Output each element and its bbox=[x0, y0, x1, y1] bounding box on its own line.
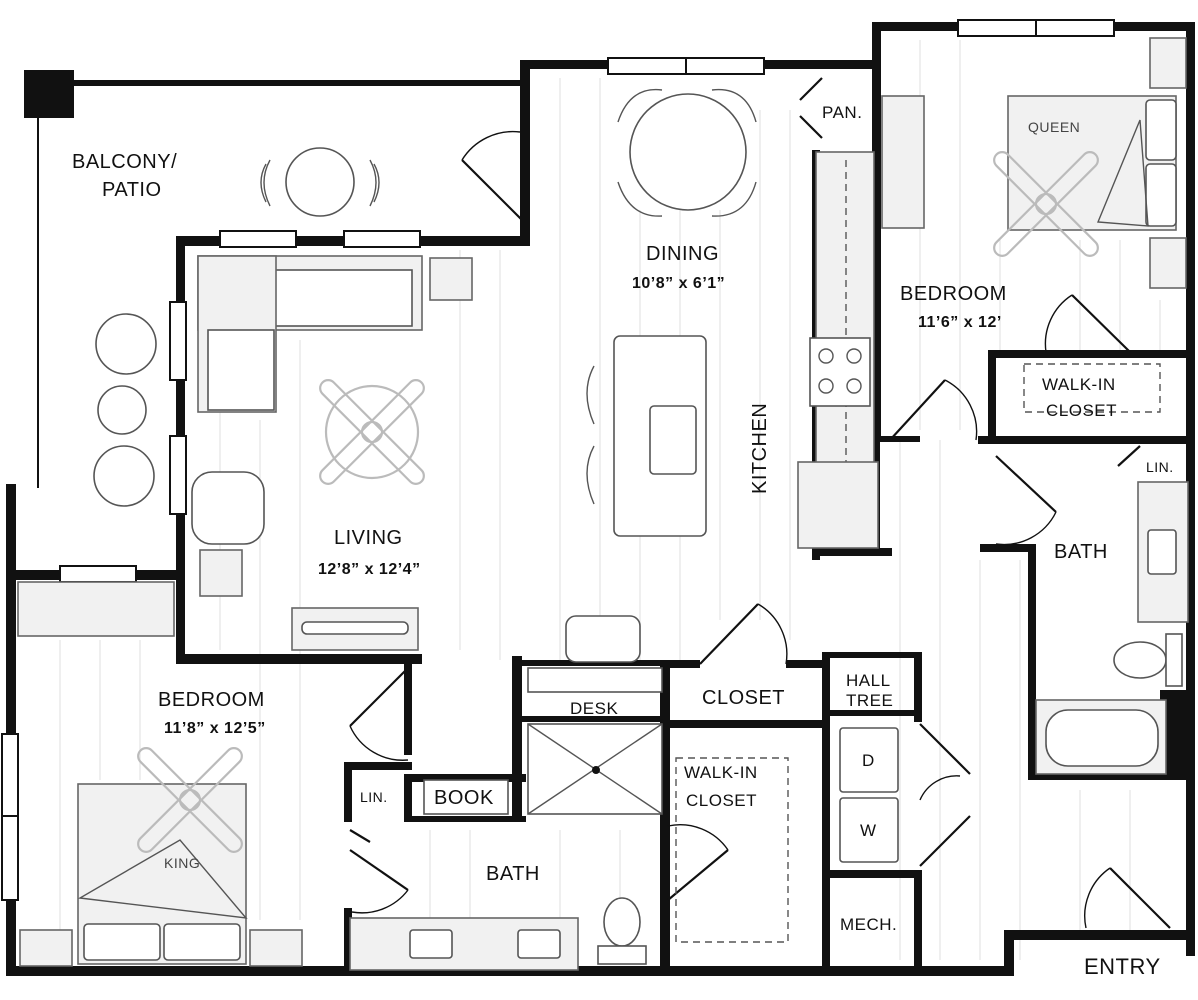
walkin-center-label-line2: CLOSET bbox=[686, 791, 757, 810]
dryer-label: D bbox=[862, 751, 875, 770]
hall-tree-label-line1: HALL bbox=[846, 671, 891, 690]
dining-dimensions: 10’8” x 6’1” bbox=[632, 275, 725, 292]
bedroom-left-dimensions: 11’8” x 12’5” bbox=[164, 720, 266, 737]
walkin-center-label-line1: WALK-IN bbox=[684, 763, 758, 782]
linen-right-label: LIN. bbox=[1146, 459, 1174, 475]
entry-label: ENTRY bbox=[1084, 954, 1161, 979]
dining-label: DINING bbox=[646, 243, 719, 265]
windows bbox=[1, 19, 1115, 901]
room-labels: BALCONY/ PATIO DINING 10’8” x 6’1” PAN. … bbox=[72, 103, 1174, 979]
walkin-right-label-line2: CLOSET bbox=[1046, 401, 1117, 420]
walkin-right-label-line1: WALK-IN bbox=[1042, 375, 1116, 394]
balcony-label-line1: BALCONY/ bbox=[72, 151, 177, 173]
bath-right-label: BATH bbox=[1054, 541, 1108, 563]
book-label: BOOK bbox=[434, 787, 494, 809]
kitchen-label: KITCHEN bbox=[749, 403, 771, 494]
living-dimensions: 12’8” x 12’4” bbox=[318, 561, 421, 578]
bedroom-right-label: BEDROOM bbox=[900, 283, 1007, 305]
queen-bed-label: QUEEN bbox=[1028, 119, 1080, 135]
living-label: LIVING bbox=[334, 527, 403, 549]
mech-label: MECH. bbox=[840, 915, 897, 934]
king-bed-label: KING bbox=[164, 855, 200, 871]
floor-planks bbox=[59, 40, 1161, 960]
furniture bbox=[17, 37, 1189, 971]
closet-label: CLOSET bbox=[702, 687, 785, 709]
doors bbox=[349, 77, 1171, 929]
washer-label: W bbox=[860, 821, 877, 840]
bedroom-right-dimensions: 11’6” x 12’ bbox=[918, 314, 1002, 331]
bath-left-label: BATH bbox=[486, 863, 540, 885]
pantry-label: PAN. bbox=[822, 103, 862, 122]
desk-label: DESK bbox=[570, 699, 618, 718]
linen-left-label: LIN. bbox=[360, 789, 388, 805]
balcony-label-line2: PATIO bbox=[102, 179, 162, 201]
bedroom-left-label: BEDROOM bbox=[158, 689, 265, 711]
hall-tree-label-line2: TREE bbox=[846, 691, 893, 710]
ceiling-fans bbox=[137, 151, 1099, 853]
